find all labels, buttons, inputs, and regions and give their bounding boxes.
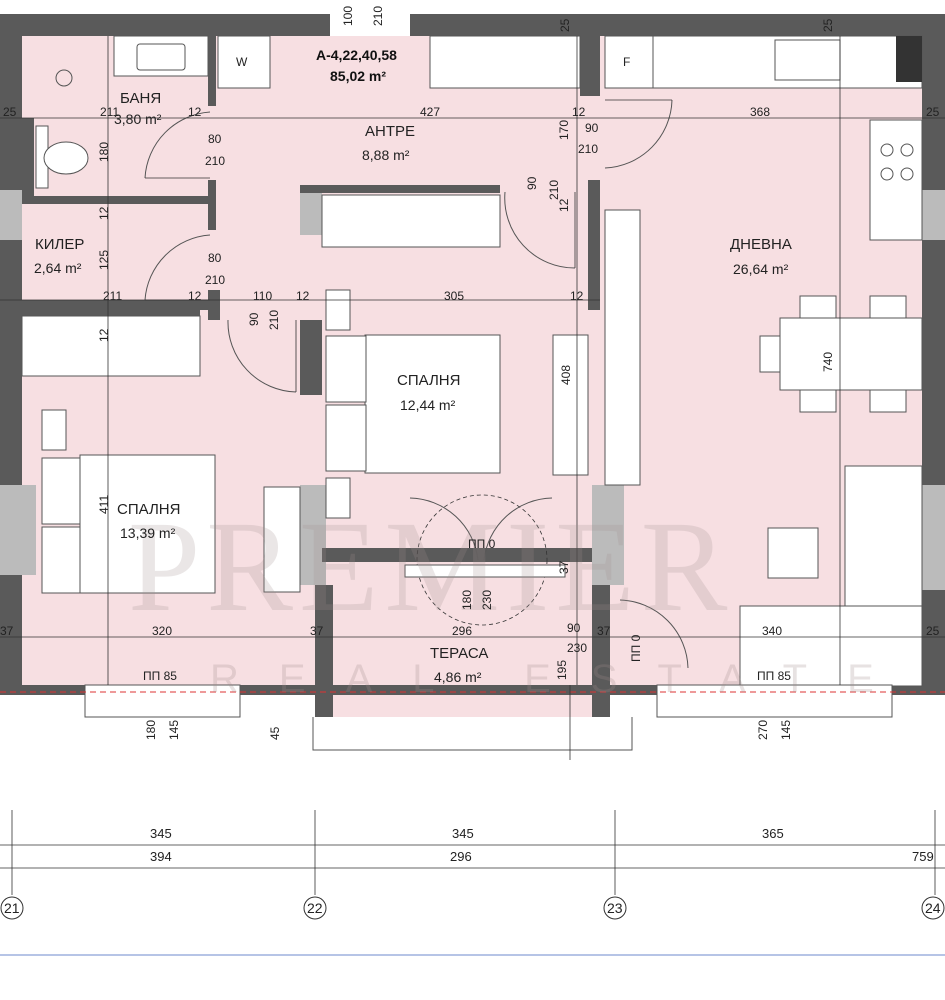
watermark-text: PREMIER [128,495,733,639]
dim-37-d: 37 [557,560,571,574]
windows [0,564,945,751]
room-area-kiler: 2,64 m² [34,260,82,276]
room-area-antre: 8,88 m² [362,147,410,163]
unit-code: А-4,22,40,58 [316,47,397,63]
bottom-dim-row2-b: 296 [450,849,472,864]
watermark: PREMIER REAL ESTATE [128,495,914,701]
dim-125: 125 [97,250,111,270]
dim-180-door: 180 [460,590,474,610]
dim-25-right-top: 25 [926,105,940,119]
dim-25-left-top: 25 [3,105,17,119]
room-name-terasa: ТЕРАСА [430,645,488,662]
window-label-pp85-right: ПП 85 [757,669,791,683]
dim-230-terrace: 230 [567,641,587,655]
axis-24: 24 [925,900,941,916]
dim-145-window-right: 145 [779,720,793,740]
bottom-dim-row2-a: 394 [150,849,172,864]
dim-12-d: 12 [296,289,310,303]
dim-411: 411 [97,495,111,514]
room-area-spalnya-2: 13,39 m² [120,525,176,541]
fridge-label: F [623,55,630,69]
watermark-subtext: REAL ESTATE [210,657,914,701]
dim-340: 340 [762,624,782,638]
walls [0,14,945,717]
dim-12-h: 12 [557,198,571,212]
dim-427: 427 [420,105,440,119]
dim-211-top: 211 [100,105,119,119]
room-area-banya: 3,80 m² [114,111,162,127]
dim-37-a: 37 [0,624,14,638]
room-name-banya: БАНЯ [120,90,161,107]
dim-230-door: 230 [480,590,494,610]
dim-180-window: 180 [144,720,158,740]
window-label-pp85-left: ПП 85 [143,669,177,683]
dim-296: 296 [452,624,472,638]
washer-label: W [236,55,248,69]
room-name-kiler: КИЛЕР [35,236,84,253]
door-label-pp0-terrace: ПП 0 [629,634,643,662]
dimension-lines [0,36,945,956]
axis-21: 21 [4,900,20,916]
axis-markers: 21 22 23 24 [0,896,945,920]
dim-door-90-a: 90 [585,121,599,135]
bottom-dim-row2-c: 759 [912,849,934,864]
dim-door-210-e: 210 [267,310,281,330]
dim-37-c: 37 [597,624,611,638]
dim-740: 740 [821,352,835,372]
dim-45: 45 [268,726,282,740]
room-area-spalnya-1: 12,44 m² [400,397,456,413]
entry-door-height: 210 [371,6,385,26]
furniture [21,35,923,687]
room-area-terasa: 4,86 m² [434,669,482,685]
dim-320: 320 [152,624,172,638]
dim-12-a: 12 [188,105,202,119]
dim-211-mid: 211 [103,289,122,303]
dim-368: 368 [750,105,770,119]
dim-12-e: 12 [570,289,584,303]
dim-12-b: 12 [572,105,586,119]
entry-door-width: 100 [341,6,355,26]
dim-door-80-b: 80 [208,251,222,265]
bottom-dim-row1-b: 345 [452,826,474,841]
room-area-dnevna: 26,64 m² [733,261,789,277]
dim-door-90-b: 90 [525,176,539,190]
dim-37-b: 37 [310,624,324,638]
dim-110: 110 [253,289,272,303]
axis-23: 23 [607,900,623,916]
dim-305: 305 [444,289,464,303]
dim-90-terrace: 90 [567,621,581,635]
dim-270: 270 [756,720,770,740]
dim-145-window-left: 145 [167,720,181,740]
dim-12-f: 12 [97,206,111,220]
dim-12-c: 12 [188,289,202,303]
dim-25-right-bottom: 25 [926,624,940,638]
dim-25-top-right: 25 [821,18,835,32]
dim-170: 170 [557,120,571,140]
dim-door-80-a: 80 [208,132,222,146]
dim-door-90-c: 90 [247,312,261,326]
room-name-spalnya-1: СПАЛНЯ [397,372,460,389]
bottom-dim-row1-a: 345 [150,826,172,841]
dim-195: 195 [555,660,569,680]
dim-25-top-mid: 25 [558,18,572,32]
room-name-antre: АНТРЕ [365,123,415,140]
dim-12-g: 12 [97,328,111,342]
dim-door-210-b: 210 [205,273,225,287]
dim-180-bath: 180 [97,142,111,162]
room-name-spalnya-2: СПАЛНЯ [117,501,180,518]
dim-door-210-d: 210 [547,180,561,200]
unit-total-area: 85,02 m² [330,68,386,84]
bottom-dim-row1-c: 365 [762,826,784,841]
door-label-pp0: ПП 0 [468,537,496,551]
dim-door-210-c: 210 [578,142,598,156]
dim-408: 408 [559,365,573,385]
room-name-dnevna: ДНЕВНА [730,236,792,253]
axis-22: 22 [307,900,323,916]
dim-door-210-a: 210 [205,154,225,168]
